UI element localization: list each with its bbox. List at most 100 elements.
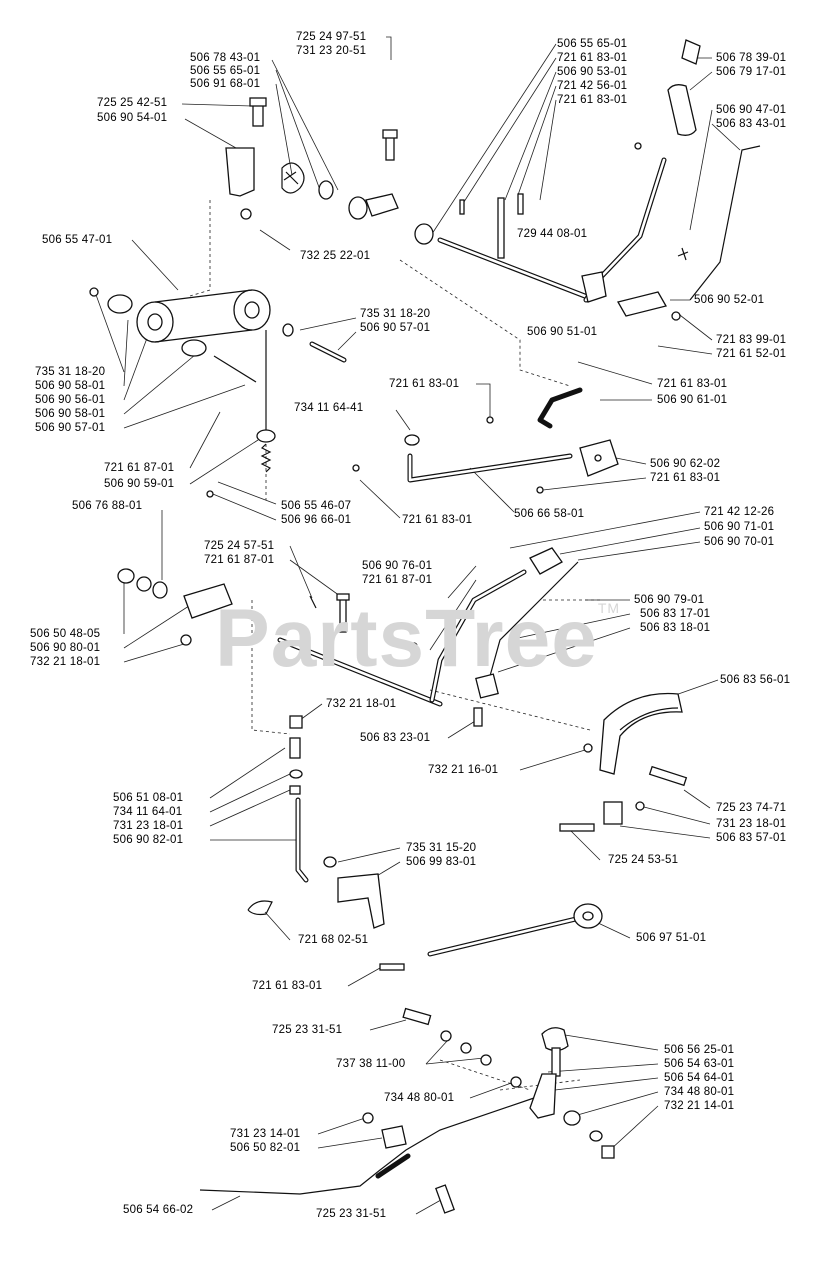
part-label: 721 61 83-01 <box>402 514 473 526</box>
part-label: 725 23 31-51 <box>272 1024 343 1036</box>
part-label: 721 61 83-01 <box>252 980 323 992</box>
part-label: 721 42 12-26 <box>704 506 775 518</box>
part-label: 506 90 59-01 <box>104 478 175 490</box>
part-label: 721 42 56-01 <box>557 80 628 92</box>
part-label: 732 25 22-01 <box>300 250 371 262</box>
part-label: 734 11 64-41 <box>294 402 364 414</box>
bracket-icon <box>337 873 385 929</box>
part-label: 506 96 66-01 <box>281 514 352 526</box>
key-icon <box>681 39 701 65</box>
part-label: 506 99 83-01 <box>406 856 477 868</box>
part-label: 721 61 87-01 <box>204 554 275 566</box>
part-label: 506 79 17-01 <box>716 66 787 78</box>
part-label: 506 90 56-01 <box>35 394 106 406</box>
main-lever-assembly <box>117 547 579 727</box>
part-label: 721 61 83-01 <box>557 52 628 64</box>
part-label: 506 83 18-01 <box>640 622 711 634</box>
part-label: 506 83 43-01 <box>716 118 787 130</box>
bracket-icon <box>225 147 255 197</box>
part-label: 732 21 14-01 <box>664 1100 735 1112</box>
part-label: 506 51 08-01 <box>113 792 184 804</box>
part-label: 732 21 16-01 <box>428 764 499 776</box>
part-label: 506 50 82-01 <box>230 1142 301 1154</box>
part-label: 737 38 11-00 <box>336 1058 406 1070</box>
part-label: 734 48 80-01 <box>384 1092 455 1104</box>
part-label: 506 90 57-01 <box>35 422 106 434</box>
part-label: 734 48 80-01 <box>664 1086 735 1098</box>
part-label: 506 90 82-01 <box>113 834 184 846</box>
part-label: 721 61 83-01 <box>389 378 460 390</box>
bracket-icon <box>183 583 233 619</box>
part-label: 506 90 79-01 <box>634 594 705 606</box>
pulley-assembly <box>89 287 347 498</box>
part-label: 506 54 66-02 <box>123 1204 194 1216</box>
part-label: 721 61 83-01 <box>657 378 728 390</box>
watermark: PartsTreeTM <box>215 592 620 686</box>
part-label: 506 83 23-01 <box>360 732 431 744</box>
part-label: 506 90 80-01 <box>30 642 101 654</box>
part-label: 725 24 97-51 <box>296 31 367 43</box>
leader-lines <box>94 36 741 1215</box>
part-label: 721 61 87-01 <box>362 574 433 586</box>
quadrant-sector <box>559 692 688 832</box>
trademark-mark: TM <box>597 600 621 616</box>
part-label: 506 50 48-05 <box>30 628 101 640</box>
part-label: 721 61 83-01 <box>650 472 721 484</box>
part-label: 721 83 99-01 <box>716 334 787 346</box>
part-label: 506 83 57-01 <box>716 832 787 844</box>
part-label: 506 78 43-01 <box>190 52 261 64</box>
part-label: 506 90 51-01 <box>527 326 598 338</box>
part-label: 506 56 25-01 <box>664 1044 735 1056</box>
part-label: 725 23 31-51 <box>316 1208 387 1220</box>
part-label: 735 31 18-20 <box>360 308 431 320</box>
part-label: 506 90 62-02 <box>650 458 721 470</box>
part-label: 735 31 18-20 <box>35 366 106 378</box>
part-label: 721 61 87-01 <box>104 462 175 474</box>
bolt-icon <box>252 103 264 127</box>
part-label: 506 97 51-01 <box>636 932 707 944</box>
part-label: 721 61 52-01 <box>716 348 787 360</box>
part-label: 506 90 76-01 <box>362 560 433 572</box>
part-label: 725 24 57-51 <box>204 540 275 552</box>
part-label: 732 21 18-01 <box>326 698 397 710</box>
watermark-text: PartsTree <box>215 593 598 684</box>
part-label: 506 90 53-01 <box>557 66 628 78</box>
part-label: 732 21 18-01 <box>30 656 101 668</box>
part-label: 731 23 14-01 <box>230 1128 301 1140</box>
part-label: 506 54 63-01 <box>664 1058 735 1070</box>
part-label: 506 66 58-01 <box>514 508 585 520</box>
knob-icon <box>541 1027 569 1052</box>
part-label: 506 55 47-01 <box>42 234 113 246</box>
middle-linkage <box>352 387 619 494</box>
part-label: 725 24 53-51 <box>608 854 679 866</box>
part-label: 506 90 70-01 <box>704 536 775 548</box>
part-label: 506 90 71-01 <box>704 521 775 533</box>
part-label: 731 23 20-51 <box>296 45 367 57</box>
part-label: 506 55 65-01 <box>557 38 628 50</box>
part-label: 725 25 42-51 <box>97 97 168 109</box>
part-label: 506 91 68-01 <box>190 78 261 90</box>
part-label: 506 83 17-01 <box>640 608 711 620</box>
part-label: 506 55 46-07 <box>281 500 352 512</box>
part-label: 506 90 52-01 <box>694 294 765 306</box>
sector-icon <box>599 692 683 775</box>
part-label: 506 54 64-01 <box>664 1072 735 1084</box>
part-label: 506 78 39-01 <box>716 52 787 64</box>
part-label: 721 61 83-01 <box>557 94 628 106</box>
part-label: 734 11 64-01 <box>113 806 183 818</box>
lower-link-assembly <box>247 715 385 929</box>
part-label: 735 31 15-20 <box>406 842 477 854</box>
part-label: 506 90 61-01 <box>657 394 728 406</box>
part-label: 729 44 08-01 <box>517 228 588 240</box>
eye-rod-assembly <box>379 903 603 971</box>
upper-shaft-assembly <box>225 97 593 301</box>
part-label: 506 90 58-01 <box>35 408 106 420</box>
part-label: 506 55 65-01 <box>190 65 261 77</box>
bottom-cable-assembly <box>199 1007 615 1214</box>
grip-icon <box>667 84 697 136</box>
control-handle <box>581 39 761 321</box>
part-label: 506 76 88-01 <box>72 500 143 512</box>
part-label: 506 90 47-01 <box>716 104 787 116</box>
